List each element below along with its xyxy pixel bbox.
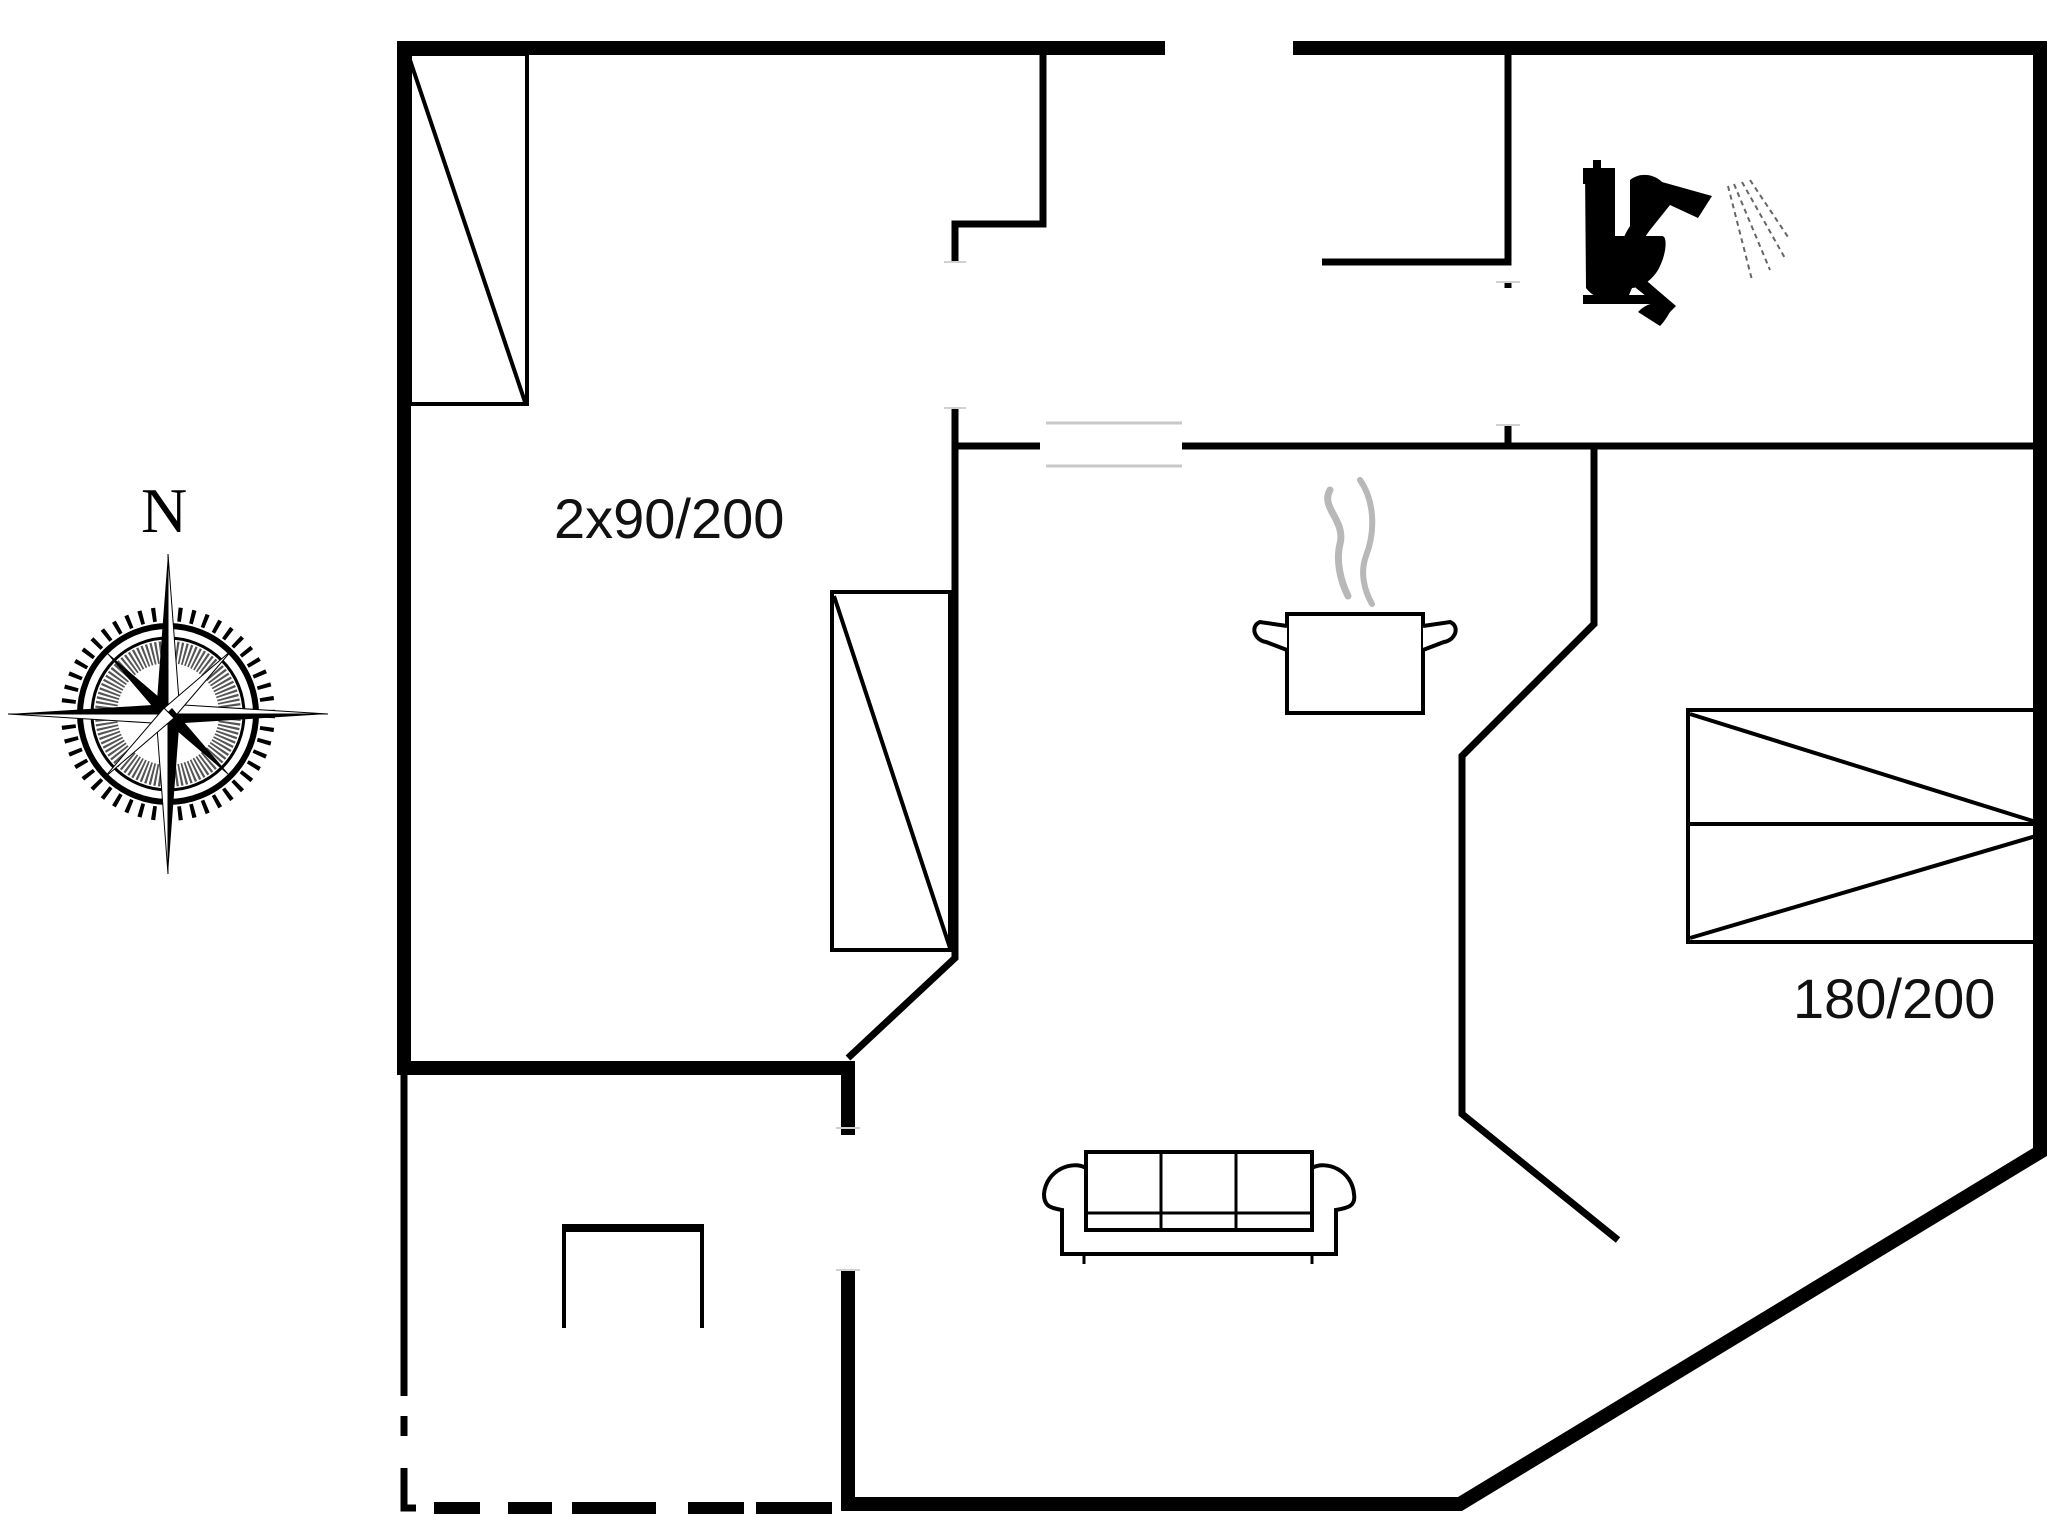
- window: [1046, 421, 1182, 468]
- cooking-pot-icon: [1252, 477, 1458, 715]
- sofa-icon: [1041, 1150, 1357, 1264]
- compass-north-label: N: [141, 475, 188, 546]
- bed-double: [1686, 708, 2040, 944]
- entrance-cabinet: [562, 1224, 704, 1328]
- compass-rose-icon: [7, 553, 329, 875]
- wardrobe-top-left: [408, 52, 529, 406]
- interior-walls: [845, 52, 2040, 1243]
- bedroom-1-bed-label: 2x90/200: [554, 487, 785, 550]
- door-marks: [836, 261, 1520, 1271]
- outer-walls: [397, 41, 2047, 1511]
- bedroom-2-bed-label: 180/200: [1793, 967, 1996, 1030]
- toilet-icon: [1583, 160, 1666, 304]
- terrace-boundary: [400, 1068, 832, 1514]
- wardrobe-bedroom-1: [830, 590, 952, 952]
